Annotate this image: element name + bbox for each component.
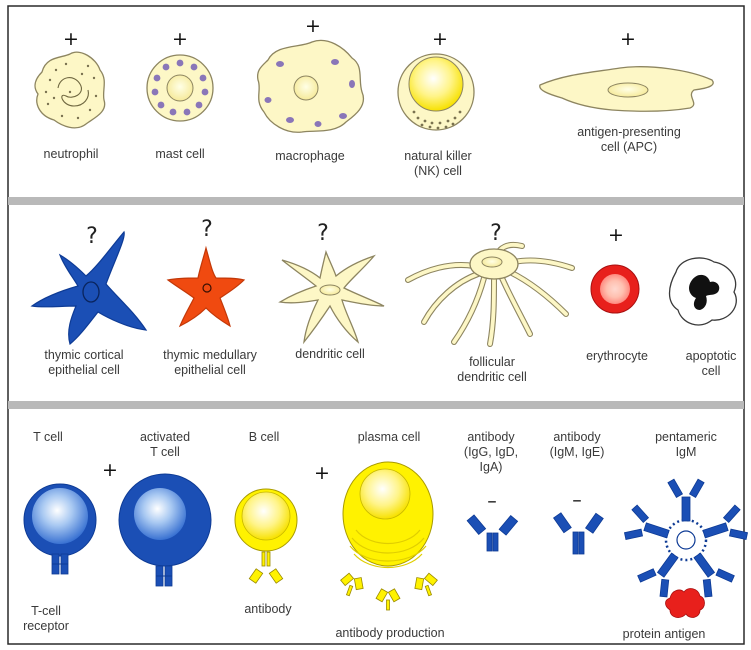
- panel-divider-top: [8, 197, 744, 205]
- erythrocyte-label: erythrocyte: [586, 349, 648, 363]
- antibody-production-label: antibody production: [335, 626, 444, 640]
- antibody-igg-marker: –: [487, 490, 497, 512]
- b-cell-antibody-label: antibody: [244, 602, 292, 616]
- nk-cell-marker: +: [432, 28, 448, 50]
- antibody-igm-marker: –: [572, 489, 582, 511]
- protein-antigen-label: protein antigen: [623, 627, 706, 641]
- mast-cell-marker: +: [172, 28, 188, 50]
- thymic-medullary-label-line1: thymic medullary: [163, 348, 258, 362]
- antibody-igg-label-line3: IgA): [480, 460, 503, 474]
- follicular-dendritic-marker: ?: [490, 221, 502, 246]
- macrophage-marker: +: [305, 15, 321, 37]
- nk-cell-label-line1: natural killer: [404, 149, 471, 163]
- erythrocyte-marker: +: [608, 224, 624, 246]
- t-cell-activation-marker: +: [102, 459, 118, 481]
- mast-cell-nucleus: [167, 75, 193, 101]
- antibody-igm-label-line1: antibody: [553, 430, 601, 444]
- follicular-dendritic-label-line1: follicular: [469, 355, 515, 369]
- antibody-igm-label-line2: (IgM, IgE): [550, 445, 605, 459]
- dendritic-cell-nucleus: [320, 285, 340, 295]
- b-cell-activation-marker: +: [314, 462, 330, 484]
- b-cell-label: B cell: [249, 430, 280, 444]
- activated-t-cell-label-line2: T cell: [150, 445, 180, 459]
- antibody-igg-label-line2: (IgG, IgD,: [464, 445, 518, 459]
- neutrophil-marker: +: [63, 28, 79, 50]
- nk-cell-nucleus: [409, 57, 463, 111]
- t-cell-receptor-label-line1: T-cell: [31, 604, 61, 618]
- nk-cell-label-line2: (NK) cell: [414, 164, 462, 178]
- t-cell-nucleus: [32, 488, 88, 544]
- thymic-cortical-marker: ?: [86, 224, 98, 249]
- mast-cell-label: mast cell: [155, 147, 204, 161]
- follicular-dendritic-label-line2: dendritic cell: [457, 370, 526, 384]
- neutrophil-label: neutrophil: [44, 147, 99, 161]
- dendritic-cell-marker: ?: [317, 221, 329, 246]
- t-cell-label: T cell: [33, 430, 63, 444]
- thymic-medullary-marker: ?: [201, 217, 213, 242]
- b-cell-nucleus: [242, 492, 290, 540]
- thymic-medullary-label-line2: epithelial cell: [174, 363, 246, 377]
- plasma-cell-nucleus: [360, 469, 410, 519]
- follicular-dendritic-nucleus: [482, 257, 502, 267]
- thymic-cortical-label-line1: thymic cortical: [44, 348, 123, 362]
- pentameric-igm-label-line1: pentameric: [655, 430, 717, 444]
- pentameric-igm-label-line2: IgM: [676, 445, 697, 459]
- apc-label-line1: antigen-presenting: [577, 125, 681, 139]
- apoptotic-cell-label-line1: apoptotic: [686, 349, 737, 363]
- apc-label-line2: cell (APC): [601, 140, 657, 154]
- apoptotic-cell-label-line2: cell: [702, 364, 721, 378]
- apc-marker: +: [620, 28, 636, 50]
- apc-nucleus: [608, 83, 648, 97]
- thymic-cortical-label-line2: epithelial cell: [48, 363, 120, 377]
- activated-t-cell-label-line1: activated: [140, 430, 190, 444]
- antibody-igg-label-line1: antibody: [467, 430, 515, 444]
- macrophage-label: macrophage: [275, 149, 345, 163]
- dendritic-cell-label: dendritic cell: [295, 347, 364, 361]
- panel-divider-bottom: [8, 401, 744, 409]
- t-cell-receptor-label-line2: receptor: [23, 619, 69, 633]
- macrophage-nucleus: [294, 76, 318, 100]
- erythrocyte-center: [600, 274, 630, 304]
- plasma-cell-label: plasma cell: [358, 430, 421, 444]
- activated-t-cell-nucleus: [134, 488, 186, 540]
